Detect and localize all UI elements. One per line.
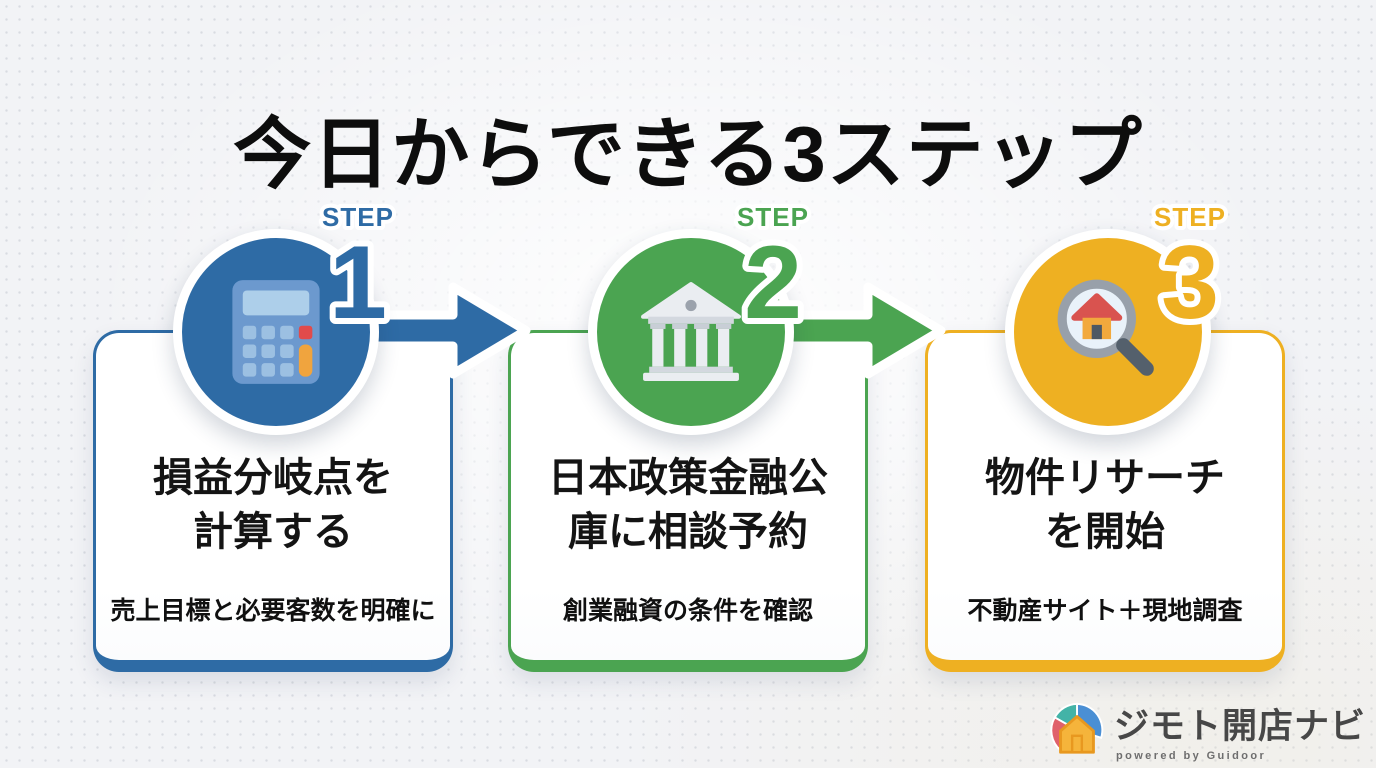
step-3-group: 物件リサーチ を開始 不動産サイト＋現地調査 STEP 3 <box>925 196 1291 701</box>
step-1-card: 損益分岐点を 計算する 売上目標と必要客数を明確に <box>93 330 453 672</box>
step-3-title-line1: 物件リサーチ <box>985 456 1225 500</box>
page-title: 今日からできる3ステップ <box>233 110 1143 199</box>
step-3-badge-label: STEP <box>1154 202 1226 232</box>
step-2-card-title: 日本政策金融公 庫に相談予約 <box>511 451 865 559</box>
step-1-badge-number: 1 <box>329 225 387 336</box>
step-3-subtitle: 不動産サイト＋現地調査 <box>967 597 1243 625</box>
step-2-circle <box>588 229 794 435</box>
step-3-circle <box>1005 229 1211 435</box>
step-1-title-line2: 計算する <box>193 510 353 554</box>
step-3-badge-number: 3 <box>1161 225 1219 336</box>
step-1-card-title: 損益分岐点を 計算する <box>96 451 450 559</box>
step-2-card: 日本政策金融公 庫に相談予約 創業融資の条件を確認 <box>508 330 868 672</box>
step-1-badge: STEP 1 <box>318 198 397 336</box>
calculator-icon <box>232 280 320 384</box>
step-3-badge: STEP 3 <box>1150 198 1229 336</box>
footer-brand-area: ジモト開店ナビ powered by Guidoor <box>1048 698 1366 762</box>
bank-icon <box>641 282 741 381</box>
step-1-subtitle: 売上目標と必要客数を明確に <box>110 597 436 625</box>
step-2-title-line1: 日本政策金融公 <box>548 456 828 500</box>
step-2-badge: STEP 2 <box>733 198 812 336</box>
step-3-card-title: 物件リサーチ を開始 <box>928 451 1282 559</box>
magnifier-house-icon <box>1057 279 1154 376</box>
step-2-title-line2: 庫に相談予約 <box>568 510 808 554</box>
step-2-badge-number: 2 <box>744 225 802 336</box>
step-2-group: 日本政策金融公 庫に相談予約 創業融資の条件を確認 STEP 2 <box>508 196 946 701</box>
guidoor-house-pin-logo-icon <box>1050 702 1104 754</box>
step-2-badge-label: STEP <box>737 202 809 232</box>
step-1-circle <box>173 229 379 435</box>
step-1-badge-label: STEP <box>322 202 394 232</box>
footer-powered-by: powered by Guidoor <box>1115 750 1267 762</box>
footer-brand-name: ジモト開店ナビ <box>1113 707 1366 746</box>
step-3-card: 物件リサーチ を開始 不動産サイト＋現地調査 <box>925 330 1285 672</box>
step-1-group: 損益分岐点を 計算する 売上目標と必要客数を明確に STEP 1 <box>93 196 531 701</box>
step-1-title-line1: 損益分岐点を <box>153 456 393 500</box>
step-3-title-line2: を開始 <box>1045 510 1165 554</box>
step-2-subtitle: 創業融資の条件を確認 <box>562 597 813 625</box>
